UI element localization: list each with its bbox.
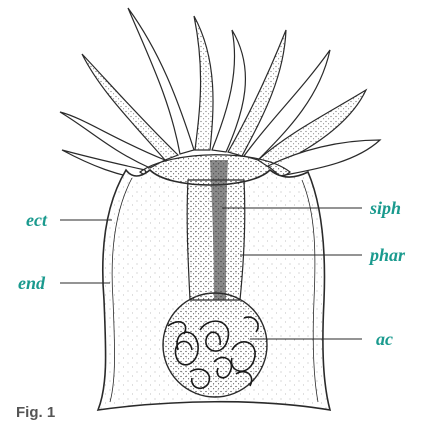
- label-ac: ac: [376, 329, 393, 349]
- label-end: end: [18, 273, 46, 293]
- label-siph: siph: [369, 198, 401, 218]
- siphonoglyph: [210, 160, 228, 300]
- tentacle: [243, 49, 331, 161]
- tentacle: [127, 7, 195, 155]
- tentacle: [211, 29, 247, 153]
- leader-lines: [60, 207, 362, 340]
- tentacle-stipple: [82, 16, 366, 168]
- figure-caption: Fig. 1: [16, 404, 56, 421]
- tentacle: [59, 111, 167, 169]
- tentacle: [266, 139, 382, 177]
- acontia: [167, 316, 259, 390]
- label-phar: phar: [368, 245, 406, 265]
- label-ect: ect: [26, 210, 48, 230]
- ectoderm-layer: [109, 177, 133, 403]
